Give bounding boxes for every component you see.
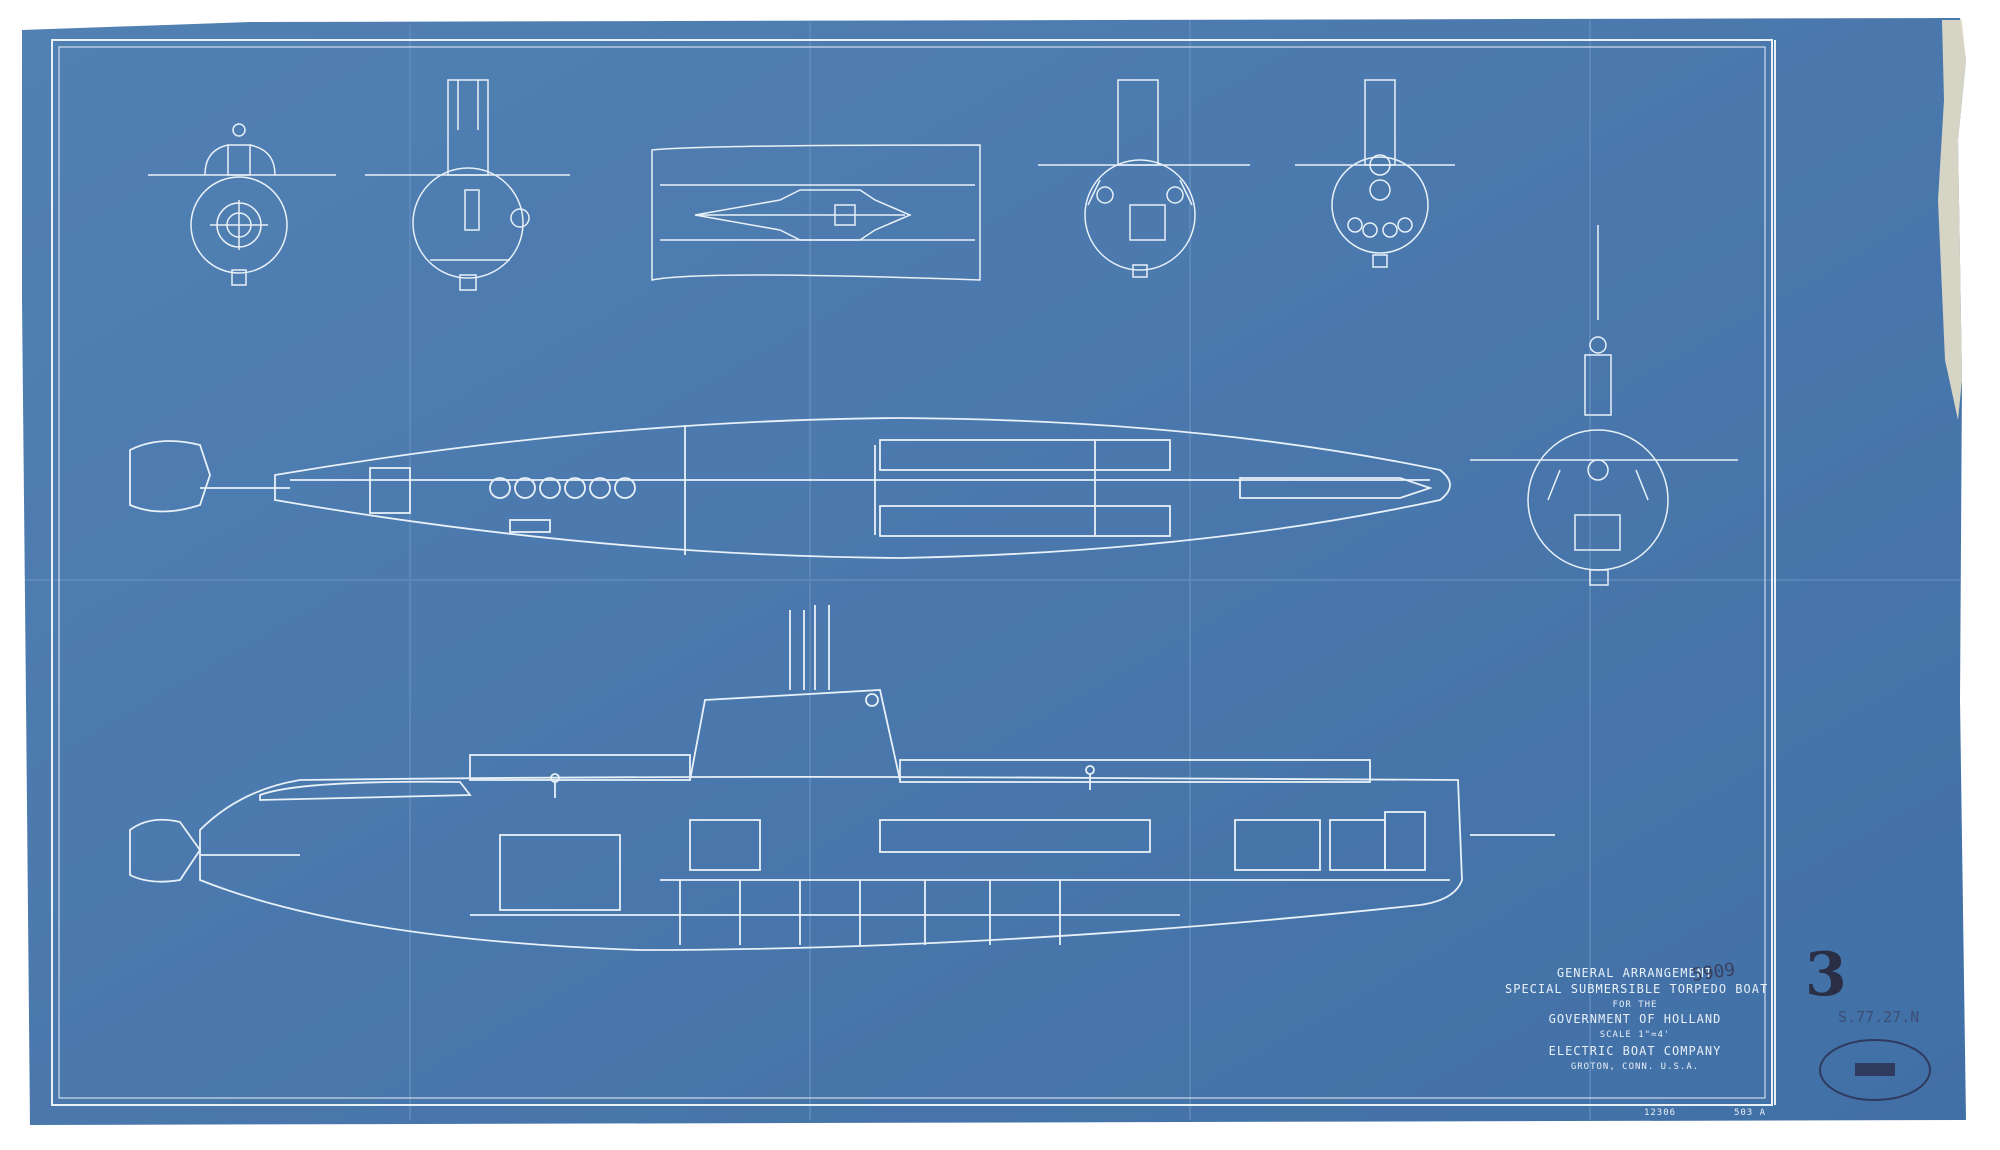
sheet-number: 3 — [1805, 940, 1847, 1010]
hull-profile-view — [129, 605, 1555, 951]
title-company: ELECTRIC BOAT COMPANY — [1548, 1044, 1722, 1058]
title-location: GROTON, CONN. U.S.A. — [1570, 1062, 1700, 1072]
title-scale: SCALE 1"=4' — [1599, 1030, 1671, 1040]
engine-cylinders — [489, 477, 636, 499]
pencil-note-reference: S.77.27.N — [1838, 1008, 1920, 1026]
archive-stamp — [1819, 1039, 1931, 1101]
section-view-forward — [1295, 79, 1455, 268]
hull-plan-view — [129, 417, 1451, 559]
title-government: GOVERNMENT OF HOLLAND — [1548, 1012, 1722, 1026]
drawing-number-left: 12306 — [1643, 1108, 1677, 1118]
title-boat-type: SPECIAL SUBMERSIBLE TORPEDO BOAT — [1505, 982, 1769, 996]
end-view-aft — [148, 123, 336, 286]
deck-plan-view — [651, 144, 981, 281]
paper-sheet — [22, 18, 1966, 1125]
section-view-midship — [1038, 79, 1250, 278]
section-view-engine — [365, 79, 570, 291]
title-for-the: FOR THE — [1612, 1000, 1658, 1010]
end-view-bow — [1470, 225, 1738, 586]
aged-edge — [1938, 20, 1966, 420]
drawing-number-right: 503 A — [1733, 1108, 1767, 1118]
border-frame — [51, 39, 1776, 1106]
title-general-arrangement: GENERAL ARRANGEMENT — [1556, 966, 1714, 980]
